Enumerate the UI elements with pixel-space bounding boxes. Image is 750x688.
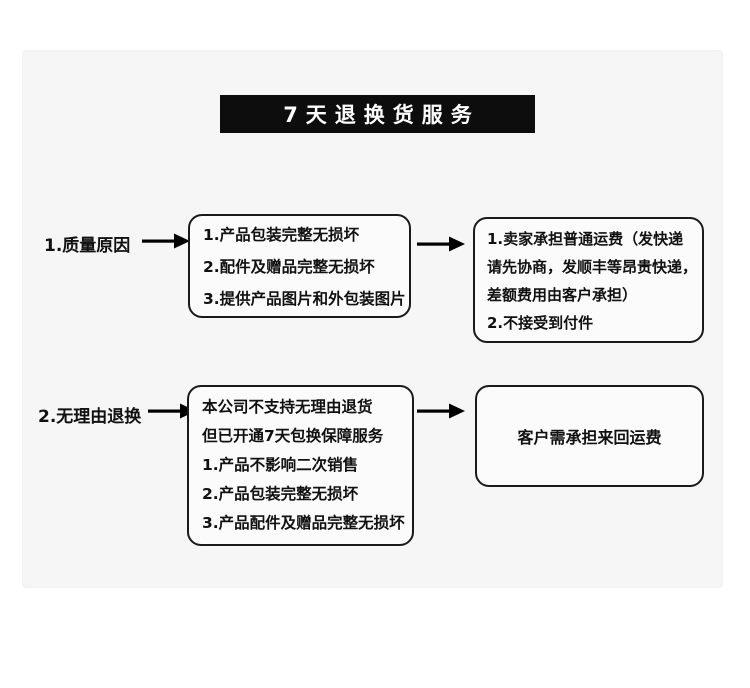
row1-result-box: 1.卖家承担普通运费（发快递 请先协商，发顺丰等昂贵快递， 差额费用由客户承担）…: [473, 217, 704, 343]
row2-result-box: 客户需承担来回运费: [475, 385, 704, 487]
condition-line: 但已开通7天包换保障服务: [202, 427, 384, 445]
policy-card: 7天退换货服务 1.质量原因 1.产品包装完整无损坏 2.配件及赠品完整无损坏 …: [22, 50, 723, 588]
row1-conditions-box: 1.产品包装完整无损坏 2.配件及赠品完整无损坏 3.提供产品图片和外包装图片: [188, 214, 411, 318]
result-line: 请先协商，发顺丰等昂贵快递，: [487, 258, 698, 276]
row2-label: 2.无理由退换: [38, 407, 142, 427]
arrow-right-icon: [417, 236, 465, 252]
condition-line: 2.配件及赠品完整无损坏: [203, 258, 375, 276]
condition-line: 本公司不支持无理由退货: [202, 398, 373, 416]
condition-line: 2.产品包装完整无损坏: [202, 485, 359, 503]
condition-line: 1.产品不影响二次销售: [202, 456, 359, 474]
arrow-right-icon: [142, 233, 190, 249]
result-line: 客户需承担来回运费: [517, 428, 662, 447]
arrow-right-icon: [417, 403, 465, 419]
condition-line: 1.产品包装完整无损坏: [203, 226, 360, 244]
row2-conditions-box: 本公司不支持无理由退货 但已开通7天包换保障服务 1.产品不影响二次销售 2.产…: [187, 385, 414, 546]
condition-line: 3.提供产品图片和外包装图片: [203, 290, 406, 308]
page-title: 7天退换货服务: [220, 95, 535, 133]
condition-line: 3.产品配件及赠品完整无损坏: [202, 514, 405, 532]
row1-label: 1.质量原因: [44, 236, 131, 256]
result-line: 2.不接受到付件: [487, 314, 594, 332]
result-line: 差额费用由客户承担）: [487, 286, 638, 304]
result-line: 1.卖家承担普通运费（发快递: [487, 230, 684, 248]
page-title-text: 7天退换货服务: [283, 103, 480, 127]
